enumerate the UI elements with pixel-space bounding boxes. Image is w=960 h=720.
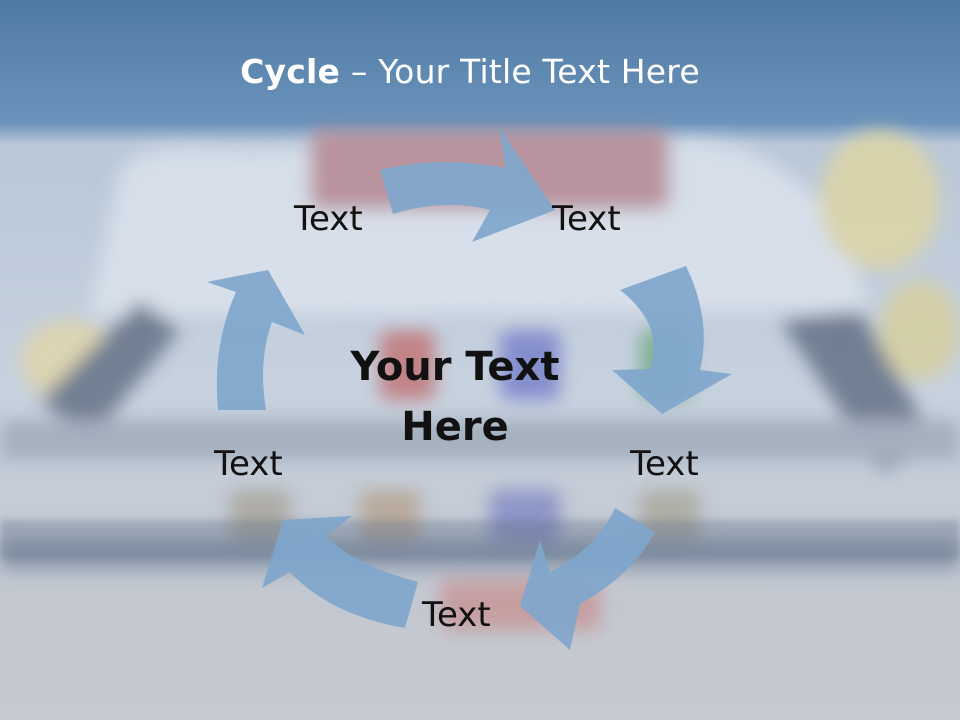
slide-title: Cycle – Your Title Text Here	[0, 52, 940, 91]
node-right-label: Text	[630, 444, 699, 484]
node-bottom-label: Text	[422, 595, 491, 635]
title-bold: Cycle	[240, 52, 341, 91]
arrow-bottom-right-icon	[520, 508, 655, 650]
arrow-right-icon	[612, 266, 732, 414]
title-rest: – Your Title Text Here	[340, 52, 700, 91]
center-text-line2: Here	[401, 404, 509, 450]
arrow-top-icon	[380, 128, 555, 242]
node-top-right-label: Text	[552, 199, 621, 239]
center-text: Your Text Here	[330, 337, 580, 457]
center-text-line1: Your Text	[350, 344, 560, 390]
arrow-left-icon	[207, 270, 305, 410]
arrow-bottom-left-icon	[262, 516, 418, 628]
node-top-left-label: Text	[294, 199, 363, 239]
node-left-label: Text	[214, 444, 283, 484]
